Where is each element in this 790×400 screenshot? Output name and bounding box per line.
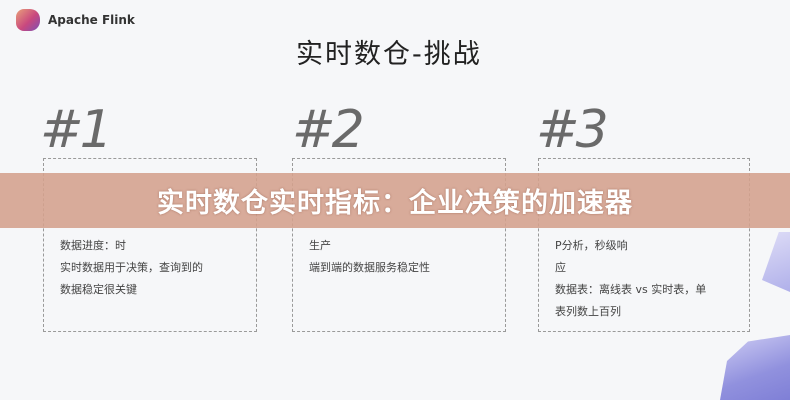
headline-banner: 实时数仓实时指标：企业决策的加速器 [0, 173, 790, 228]
banner-text: 实时数仓实时指标：企业决策的加速器 [157, 188, 633, 219]
decorative-shape [762, 232, 790, 292]
decorative-cloud-illustration [720, 335, 790, 400]
card-line: 应 [555, 261, 566, 274]
card-line: 生产 [309, 239, 331, 252]
card-line: 表列数上百列 [555, 305, 621, 318]
card-number-1: #1 [40, 100, 113, 160]
slide-title: 实时数仓-挑战 [296, 39, 482, 70]
card-line: 数据表：离线表 vs 实时表，单 [555, 283, 707, 296]
card-line: 数据进度：时 [60, 239, 126, 252]
card-number-3: #3 [536, 100, 609, 160]
card-line: 数据稳定很关键 [60, 283, 137, 296]
card-line: 实时数据用于决策，查询到的 [60, 261, 203, 274]
brand-logo: Apache Flink [16, 9, 135, 31]
challenge-card-2: 生产 端到端的数据服务稳定性 [292, 158, 506, 332]
card-number-2: #2 [292, 100, 365, 160]
card-line: P分析，秒级响 [555, 239, 628, 252]
card-line: 端到端的数据服务稳定性 [309, 261, 430, 274]
challenge-card-1: 数据进度：时 实时数据用于决策，查询到的 数据稳定很关键 [43, 158, 257, 332]
brand-name: Apache Flink [48, 13, 135, 27]
flink-squirrel-icon [16, 9, 40, 31]
challenge-card-3: P分析，秒级响 应 数据表：离线表 vs 实时表，单 表列数上百列 [538, 158, 750, 332]
